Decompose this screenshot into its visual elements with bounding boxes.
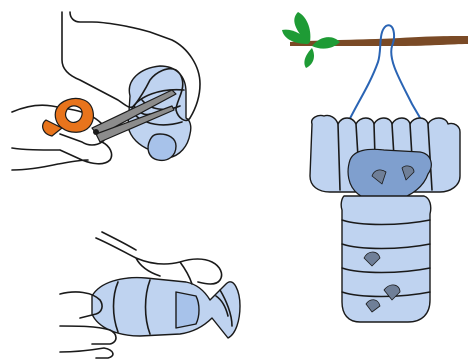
leaf — [294, 12, 311, 42]
seed-scrap — [401, 165, 415, 181]
leaf-scrap — [363, 251, 381, 267]
panel-squeezing-bottle — [59, 231, 241, 359]
leaf — [304, 48, 314, 68]
feeder-neck — [340, 195, 432, 323]
leaf-scrap — [365, 299, 381, 313]
scissors-pivot — [93, 129, 99, 135]
hand-top-outline — [95, 237, 223, 285]
bottle-rib — [215, 295, 229, 317]
leaves-icon — [282, 12, 340, 68]
leaf-scrap — [383, 284, 401, 301]
scissors-handle — [42, 119, 63, 137]
hand-top-wrist — [101, 231, 137, 251]
feeder-fold — [337, 123, 341, 191]
bottle-cap — [147, 133, 177, 162]
bottle-rib — [144, 279, 151, 335]
feeder-ridge — [341, 219, 431, 226]
bottle-rib — [112, 281, 119, 333]
scissors-handle — [54, 97, 94, 133]
feeder-ridge — [341, 267, 431, 274]
bottle-rib — [219, 289, 233, 327]
feeder-ridge — [341, 243, 431, 250]
scissors-blade — [95, 105, 175, 143]
panel-hanging-feeder — [282, 12, 468, 323]
hand-bottom-outline — [59, 291, 117, 359]
seed-scrap — [371, 169, 387, 185]
feeder-window — [347, 148, 432, 203]
feeder-ridge — [341, 291, 431, 298]
bottle-neck — [175, 291, 200, 329]
feeder-neck-body — [340, 195, 432, 323]
panel-cutting-bottle — [11, 11, 201, 171]
feeder-top — [309, 114, 461, 203]
squeezed-bottle — [91, 276, 241, 339]
squeezed-bottle-body — [91, 276, 241, 339]
hand-upper-outline — [61, 11, 201, 122]
leaf — [282, 29, 310, 44]
leaf — [312, 37, 340, 49]
scissors-icon — [42, 89, 177, 143]
feeder-fold — [427, 123, 433, 191]
hanging-string — [339, 24, 431, 141]
